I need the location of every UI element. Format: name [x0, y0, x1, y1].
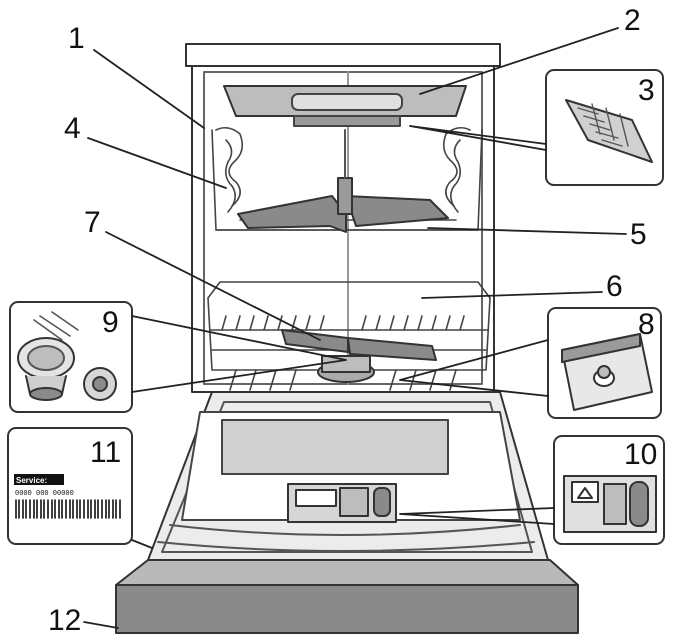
upper-spray-arm	[237, 129, 449, 233]
label-3: 3	[638, 74, 655, 107]
label-8: 8	[638, 308, 655, 341]
label-2: 2	[624, 4, 641, 37]
door-panel	[221, 419, 449, 475]
leader-lines	[83, 27, 627, 629]
service-heading: Service:	[16, 476, 47, 485]
label-11: 11	[90, 436, 121, 469]
detergent-dispenser-door	[287, 483, 397, 523]
barcode	[15, 499, 121, 519]
callout-numbers: 1 2 3 4 5 6 7 8 9 10 11 12	[48, 4, 657, 637]
callout-8-salt-container	[547, 307, 662, 419]
callout-3-cutlery-insert	[545, 69, 664, 186]
cutlery-tray	[223, 85, 467, 127]
lower-spray-arm	[281, 329, 437, 361]
label-7: 7	[84, 206, 101, 239]
door	[147, 391, 549, 561]
label-10: 10	[624, 438, 657, 471]
service-code: 0000 000 00000	[15, 490, 74, 498]
rating-plate-text: Service: 0000 000 00000	[15, 476, 74, 498]
label-12: 12	[48, 604, 81, 637]
callout-9-filter	[9, 301, 133, 413]
label-9: 9	[102, 306, 119, 339]
label-1: 1	[68, 22, 85, 55]
label-6: 6	[606, 270, 623, 303]
callout-10-detergent-dispenser	[553, 435, 665, 545]
plinth	[115, 559, 579, 634]
filter-in-tub	[317, 355, 375, 383]
callout-11-rating-plate	[7, 427, 133, 545]
label-5: 5	[630, 218, 647, 251]
label-4: 4	[64, 112, 81, 145]
